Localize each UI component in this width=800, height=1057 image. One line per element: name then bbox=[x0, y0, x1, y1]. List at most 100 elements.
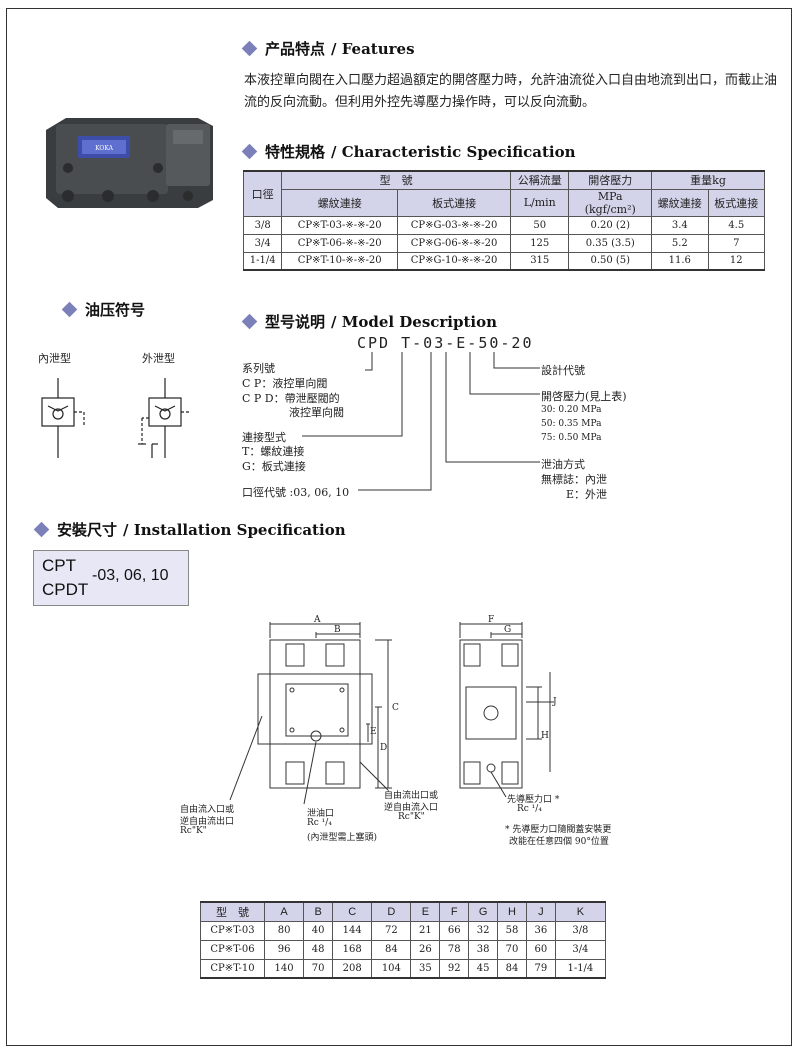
dim-j: J bbox=[552, 697, 557, 707]
table-header: 型 號 bbox=[200, 901, 265, 922]
table-cell: 32 bbox=[468, 920, 499, 941]
table-row: 3/4 CP※T-06-※-※-20 CP※G-06-※-※-20 125 0.… bbox=[242, 233, 765, 253]
table-cell: 21 bbox=[410, 920, 441, 941]
table-cell: 12 bbox=[707, 251, 765, 271]
table-row: CP※T-10 140 70 208 104 35 92 45 84 79 1-… bbox=[200, 958, 607, 979]
port-outlet-label: Rc"K" bbox=[398, 812, 425, 822]
diamond-bullet-icon bbox=[61, 301, 78, 318]
series-item: C P：液控單向閥 bbox=[242, 377, 328, 390]
drain-item: 無標誌：內泄 bbox=[541, 473, 607, 486]
spec-col-crack: 開啓壓力 bbox=[568, 170, 653, 190]
table-cell: 3/4 bbox=[242, 233, 283, 253]
spec-heading-zh: 特性規格 bbox=[265, 143, 326, 161]
code-cpt: CPT bbox=[42, 556, 76, 575]
table-cell: CP※T-06-※-※-20 bbox=[281, 233, 399, 253]
port-drain-label: 泄油口 bbox=[307, 809, 335, 819]
spec-col-plate: 板式連接 bbox=[397, 188, 512, 217]
page-frame bbox=[6, 8, 792, 1046]
diamond-bullet-icon bbox=[241, 40, 258, 57]
code-cpdt: CPDT bbox=[42, 580, 89, 599]
table-cell: CP※G-03-※-※-20 bbox=[397, 215, 512, 235]
table-cell: 1-1/4 bbox=[554, 958, 607, 979]
table-cell: 5.2 bbox=[651, 233, 709, 253]
table-cell: 36 bbox=[525, 920, 556, 941]
table-cell: 48 bbox=[303, 939, 334, 960]
port-inlet-label: 自由流入口或 bbox=[180, 805, 235, 815]
table-cell: 0.50 (5) bbox=[568, 251, 653, 271]
port-drain-label: (內泄型需上塞頭) bbox=[307, 833, 378, 843]
table-cell: 144 bbox=[332, 920, 373, 941]
svg-text:KOKA: KOKA bbox=[95, 145, 113, 152]
install-heading: 安裝尺寸 / Installation Specification bbox=[33, 519, 346, 540]
table-cell: 26 bbox=[410, 939, 441, 960]
table-cell: 92 bbox=[439, 958, 470, 979]
table-header: B bbox=[303, 901, 334, 922]
table-cell: 35 bbox=[410, 958, 441, 979]
table-header: J bbox=[525, 901, 556, 922]
crack-item: 75: 0.50 MPa bbox=[541, 433, 602, 443]
table-header: D bbox=[371, 901, 412, 922]
table-header: K bbox=[554, 901, 607, 922]
table-cell: CP※T-03-※-※-20 bbox=[281, 215, 399, 235]
table-cell: 50 bbox=[510, 215, 570, 235]
table-cell: CP※G-06-※-※-20 bbox=[397, 233, 512, 253]
table-cell: CP※T-10-※-※-20 bbox=[281, 251, 399, 271]
table-row: CP※T-06 96 48 168 84 26 78 38 70 60 3/4 bbox=[200, 939, 607, 960]
table-header: A bbox=[263, 901, 305, 922]
spec-table: 口徑 型 號 公稱流量 開啓壓力 重量kg 螺紋連接 板式連接 L/min MP… bbox=[242, 170, 765, 271]
series-item: 液控單向閥 bbox=[289, 406, 344, 419]
table-cell: 84 bbox=[371, 939, 412, 960]
table-cell: 0.35 (3.5) bbox=[568, 233, 653, 253]
table-header: C bbox=[332, 901, 373, 922]
crack-item: 50: 0.35 MPa bbox=[541, 419, 602, 429]
symbol-heading-text: 油压符号 bbox=[85, 301, 146, 319]
table-header: F bbox=[439, 901, 470, 922]
table-cell: 72 bbox=[371, 920, 412, 941]
spec-col-w-plate: 板式連接 bbox=[707, 188, 765, 217]
pilot-note: 改能在任意四個 90°位置 bbox=[509, 837, 609, 847]
port-outlet-label: 逆自由流入口 bbox=[384, 803, 439, 813]
dim-g: G bbox=[504, 625, 511, 635]
table-cell: 70 bbox=[303, 958, 334, 979]
features-text: 本液控單向閥在入口壓力超過額定的開啓壓力時，允許油流從入口自由地流到出口，而截止… bbox=[244, 73, 778, 110]
table-cell: 125 bbox=[510, 233, 570, 253]
table-cell: 40 bbox=[303, 920, 334, 941]
table-cell: 45 bbox=[468, 958, 499, 979]
connection-item: T：螺紋連接 bbox=[242, 445, 305, 458]
table-cell: CP※T-06 bbox=[200, 939, 265, 960]
diamond-bullet-icon bbox=[241, 143, 258, 160]
design-code: 設計代號 bbox=[541, 364, 585, 377]
table-cell: 79 bbox=[525, 958, 556, 979]
internal-drain-symbol-icon bbox=[41, 378, 85, 458]
hydraulic-symbols bbox=[41, 378, 190, 458]
port-inlet-label: Rc"K" bbox=[180, 826, 207, 836]
table-cell: 4.5 bbox=[707, 215, 765, 235]
features-heading-en: / Features bbox=[331, 39, 415, 58]
dim-a: A bbox=[313, 615, 321, 625]
table-cell: 11.6 bbox=[651, 251, 709, 271]
symbol-external-label: 外泄型 bbox=[142, 352, 175, 365]
external-drain-symbol-icon bbox=[138, 378, 190, 458]
table-row: CP※T-03 80 40 144 72 21 66 32 58 36 3/8 bbox=[200, 920, 607, 941]
table-cell: CP※G-10-※-※-20 bbox=[397, 251, 512, 271]
code-sizes: -03, 06, 10 bbox=[92, 567, 169, 584]
table-header: E bbox=[410, 901, 441, 922]
table-cell: 3/8 bbox=[242, 215, 283, 235]
table-cell: 80 bbox=[263, 920, 305, 941]
table-cell: 66 bbox=[439, 920, 470, 941]
table-cell: 84 bbox=[497, 958, 527, 979]
port-drain-label: Rc ¹/₄ bbox=[307, 818, 332, 828]
dim-f: F bbox=[488, 615, 494, 625]
diamond-bullet-icon bbox=[33, 521, 50, 538]
model-code: CPD T-03-E-50-20 bbox=[357, 334, 534, 352]
table-cell: 1-1/4 bbox=[242, 251, 283, 271]
crack-item: 30: 0.20 MPa bbox=[541, 405, 602, 415]
dim-d: D bbox=[380, 743, 387, 753]
spec-col-flow: 公稱流量 bbox=[510, 170, 570, 190]
table-cell: 70 bbox=[497, 939, 527, 960]
connection-title: 連接型式 bbox=[242, 431, 286, 444]
spec-col-thread: 螺紋連接 bbox=[281, 188, 399, 217]
symbol-heading: 油压符号 bbox=[61, 299, 146, 320]
size-code: 口徑代號 :03, 06, 10 bbox=[242, 486, 350, 499]
symbol-internal-label: 內泄型 bbox=[38, 352, 71, 365]
